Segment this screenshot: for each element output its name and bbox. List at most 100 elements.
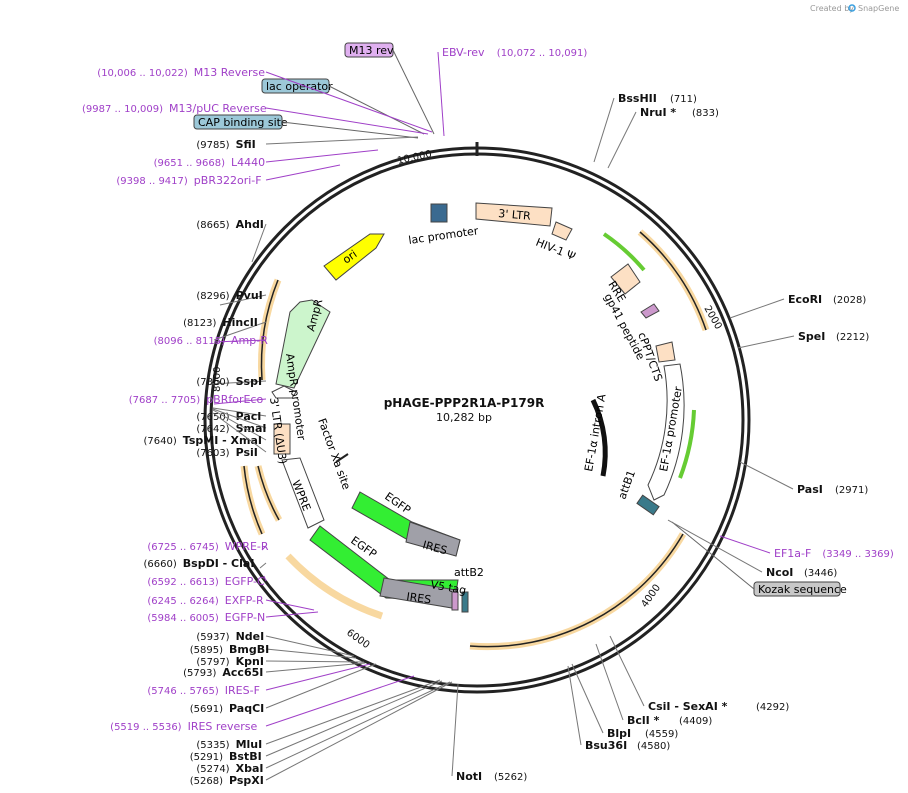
ires2-feature (405, 521, 461, 557)
left-label-pos: (9398 .. 9417) (116, 176, 188, 187)
left-label-item: (5793)Acc65I (183, 662, 366, 679)
right-labels: EBV-rev(10,072 .. 10,091)BssHII(711)NruI… (437, 46, 894, 783)
right-label-pos: (4580) (637, 741, 670, 752)
wpre-feature (281, 457, 325, 529)
right-label-pos: (5262) (494, 772, 527, 783)
left-label-name: EGFP-N (225, 611, 265, 624)
left-label-pos: (7640) (144, 436, 177, 447)
left-label-name: SfiI (236, 138, 256, 151)
right-label-pos: (711) (670, 94, 697, 105)
left-label-pos: (5268) (190, 776, 223, 787)
leader-lac-operator (328, 85, 425, 135)
right-label-item: NcoI(3446) (667, 519, 837, 579)
left-label-leader (251, 223, 267, 263)
right-label-pos: (4292) (756, 702, 789, 713)
left-label-pos: (7860) (196, 377, 229, 388)
ori-feature (323, 233, 385, 281)
hiv-psi-feature (551, 221, 573, 241)
label-kozak: Kozak sequence (758, 583, 847, 596)
left-label-name: KpnI (236, 655, 264, 668)
right-label-item: BssHII (711) (593, 92, 697, 163)
right-label-item: PasI (2971) (739, 461, 868, 496)
label-lac-promoter: lac promoter (408, 224, 480, 247)
label-attb1: attB1 (616, 468, 638, 501)
left-label-pos: (5937) (196, 632, 229, 643)
right-label-leader (595, 643, 624, 721)
left-label-item: (5895)BmgBI (190, 643, 357, 659)
right-label-leader (739, 461, 794, 490)
left-label-leader (265, 663, 371, 691)
left-label-item: (5268) PspXI (190, 681, 453, 787)
left-label-pos: (5984 .. 6005) (147, 613, 219, 624)
right-label-item: EF1a-F (3349 .. 3369) (719, 535, 894, 560)
left-label-item: (5691)PaqCI (190, 663, 377, 715)
left-label-pos: (5895) (190, 645, 223, 656)
right-label-name: NruI * (640, 106, 676, 119)
left-label-name: NdeI (236, 630, 265, 643)
left-label-pos: (9987 .. 10,009) (82, 104, 163, 115)
left-label-name: Amp-R (231, 334, 268, 347)
right-label-name: BssHII (618, 92, 657, 105)
credit-text: Created by (810, 4, 854, 13)
left-label-leader (265, 675, 415, 727)
left-label-pos: (5797) (196, 657, 229, 668)
right-label-leader (607, 111, 637, 169)
left-label-name: PvuI (236, 289, 263, 302)
right-label-pos: (2971) (835, 485, 868, 496)
left-label-pos: (5746 .. 5765) (147, 686, 219, 697)
right-label-pos: (3349 .. 3369) (822, 549, 894, 560)
left-labels: (10,006 .. 10,022)M13 Reverse(9987 .. 10… (82, 66, 453, 787)
leader-cap-site (281, 121, 419, 139)
left-label-name: PspXI (229, 774, 264, 787)
left-label-item: (8123)HincII (183, 316, 267, 341)
left-label-name: L4440 (231, 156, 265, 169)
right-label-name: PasI (797, 483, 823, 496)
left-label-leader (212, 412, 267, 453)
left-label-pos: (8665) (196, 220, 229, 231)
left-label-pos: (6245 .. 6264) (147, 596, 219, 607)
left-label-name: PaqCI (229, 702, 264, 715)
ef1a-intron-feature (590, 398, 608, 477)
tick-10000: 10,000 (396, 149, 433, 167)
left-label-name: MluI (236, 738, 263, 751)
left-label-leader (265, 681, 451, 769)
label-ltr3: 3' LTR (498, 207, 532, 223)
right-label-pos: (2028) (833, 295, 866, 306)
left-label-item: (5519 .. 5536)IRES reverse (110, 675, 415, 733)
left-label-item: (10,006 .. 10,022)M13 Reverse (97, 66, 433, 133)
left-label-item: (5937) NdeI (196, 630, 355, 657)
left-label-leader (265, 648, 357, 659)
left-label-item: (7642)SmaI (196, 408, 267, 435)
left-label-item: (8296)PvuI (196, 289, 267, 306)
left-label-name: PsiI (236, 446, 258, 459)
green-arc-1 (602, 232, 646, 272)
left-label-pos: (9651 .. 9668) (154, 158, 226, 169)
left-label-name: pBRforEco (206, 393, 263, 406)
left-label-pos: (5793) (183, 668, 216, 679)
left-label-item: (5797) KpnI (196, 655, 365, 668)
credit-brand: SnapGene (858, 4, 899, 13)
right-label-name: EBV-rev (442, 46, 485, 59)
left-label-name: BspDI - ClaI (183, 557, 255, 570)
left-label-item: (5746 .. 5765)IRES-F (147, 663, 371, 697)
right-label-name: BclI * (627, 714, 660, 727)
right-label-name: EF1a-F (774, 547, 811, 560)
left-label-leader (213, 398, 267, 405)
factor-xa-feature (335, 453, 349, 463)
left-label-item: (7860)SspI (196, 375, 267, 388)
left-label-pos: (6660) (144, 559, 177, 570)
left-label-leader (265, 681, 453, 781)
left-label-item: (9987 .. 10,009)M13/pUC Reverse (82, 102, 429, 135)
left-label-name: IRES reverse (188, 720, 258, 733)
left-label-pos: (6725 .. 6745) (147, 542, 219, 553)
left-label-pos: (7650) (196, 412, 229, 423)
left-label-pos: (9785) (196, 140, 229, 151)
left-label-leader (219, 294, 267, 306)
left-label-pos: (7642) (196, 424, 229, 435)
right-label-leader (437, 51, 445, 137)
left-label-item: (5274)XbaI (196, 681, 451, 775)
left-label-leader (265, 660, 365, 663)
leader-kozak (671, 521, 755, 590)
right-label-item: BclI *(4409) (595, 643, 712, 727)
rre-feature (610, 263, 641, 295)
